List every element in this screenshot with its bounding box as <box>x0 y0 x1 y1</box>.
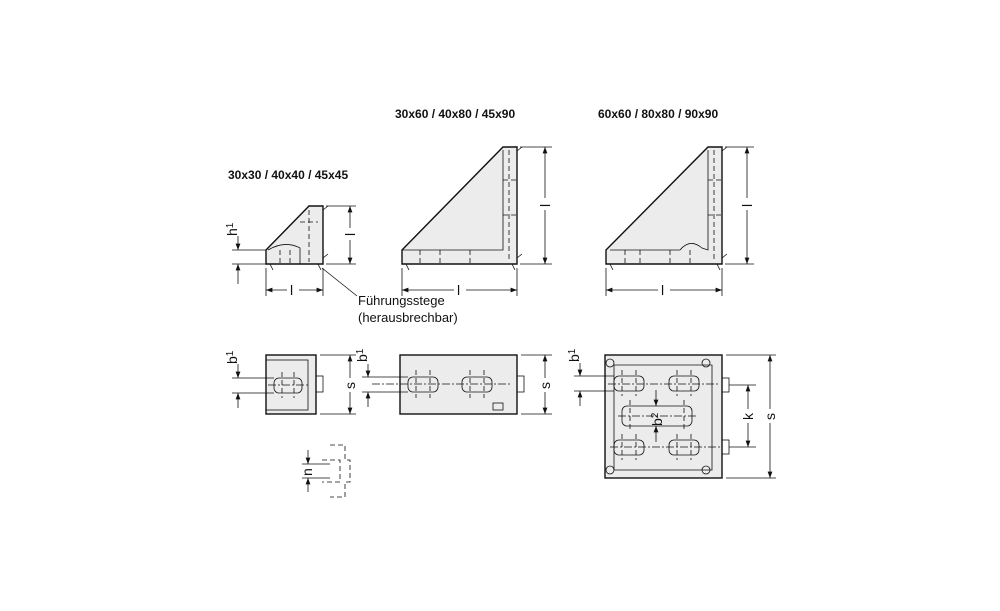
dim-l: l <box>661 282 664 298</box>
large-bracket-side-view: l l <box>605 146 755 298</box>
dim-n: n <box>299 468 315 476</box>
dim-l: l <box>739 204 755 207</box>
dim-l: l <box>537 204 553 207</box>
small-bracket-side-view: l l h1 <box>224 205 358 298</box>
title-small: 30x30 / 40x40 / 45x45 <box>228 168 348 182</box>
large-bracket-bottom-view: b2 b1 k s <box>566 348 778 479</box>
dim-k: k <box>740 412 756 420</box>
title-medium: 30x60 / 40x80 / 45x90 <box>395 107 515 121</box>
dim-l: l <box>457 282 460 298</box>
dim-b2: b2 <box>649 412 665 426</box>
annotation-line1: Führungsstege <box>358 293 445 308</box>
guide-web-detail: n <box>299 444 351 498</box>
dim-s: s <box>762 413 778 420</box>
title-large: 60x60 / 80x80 / 90x90 <box>598 107 718 121</box>
dim-h1: h1 <box>224 222 240 236</box>
small-bracket-bottom-view: b1 s <box>224 350 358 415</box>
dim-s: s <box>342 382 358 389</box>
dim-l: l <box>342 233 358 236</box>
dim-l: l <box>290 282 293 298</box>
dim-b1: b1 <box>354 348 370 362</box>
dim-s: s <box>537 382 553 389</box>
dim-b1: b1 <box>566 348 582 362</box>
medium-bracket-side-view: l l <box>401 146 553 298</box>
medium-bracket-bottom-view: b1 s <box>354 348 553 415</box>
annotation-line2: (herausbrechbar) <box>358 310 458 325</box>
dim-b1: b1 <box>224 350 240 364</box>
